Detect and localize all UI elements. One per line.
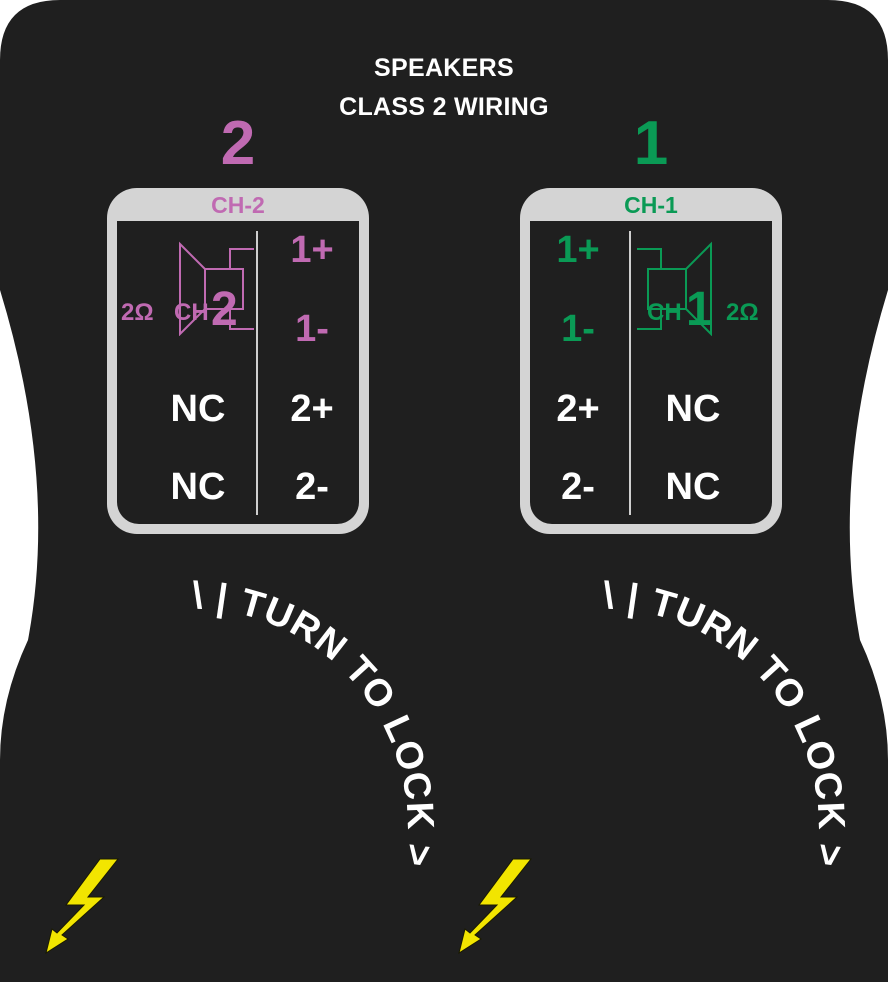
terminal-1-minus: 1- xyxy=(295,308,329,350)
terminal-1-plus: 1+ xyxy=(290,229,334,271)
title-line-1: SPEAKERS xyxy=(374,54,514,82)
lightning-bolt-icon xyxy=(458,858,533,955)
title-line-2: CLASS 2 WIRING xyxy=(339,93,549,121)
terminal-nc-a: NC xyxy=(170,388,226,430)
terminal-divider xyxy=(256,231,258,515)
lightning-bolt-icon xyxy=(45,858,120,955)
terminal-nc-a: NC xyxy=(665,388,721,430)
channel-1-speaker-ch-number: 1 xyxy=(686,283,713,336)
speaker-icon xyxy=(179,241,254,336)
terminal-2-plus: 2+ xyxy=(556,388,600,430)
terminal-nc-b: NC xyxy=(665,466,721,508)
channel-1-speaker-ch-text: CH xyxy=(647,299,682,326)
terminal-2-plus: 2+ xyxy=(290,388,334,430)
channel-1-terminal-block: CH 1 2Ω 1+ 1- 2+ NC 2- NC xyxy=(530,221,772,524)
terminal-nc-b: NC xyxy=(170,466,226,508)
channel-2-turn-to-lock-text: \ | TURN TO LOCK >> xyxy=(0,0,441,870)
channel-2-terminal-block: 2Ω CH 2 1+ 1- NC 2+ NC 2- xyxy=(117,221,359,524)
channel-1-turn-to-lock-text: \ | TURN TO LOCK >> xyxy=(0,0,852,870)
channel-2-label: CH-2 xyxy=(211,192,265,218)
channel-1-impedance: 2Ω xyxy=(726,299,759,326)
channel-2-impedance: 2Ω xyxy=(121,299,154,326)
channel-1-terminal-card: CH-1 CH 1 2Ω 1+ 1- 2+ NC 2- NC xyxy=(520,188,782,534)
channel-1-label: CH-1 xyxy=(624,192,678,218)
terminal-divider xyxy=(629,231,631,515)
terminal-1-minus: 1- xyxy=(561,308,595,350)
channel-1-number: 1 xyxy=(633,109,669,178)
speaker-icon xyxy=(637,241,712,336)
terminal-2-minus: 2- xyxy=(295,466,329,508)
channel-2-speaker-ch-text: CH xyxy=(174,299,209,326)
terminal-1-plus: 1+ xyxy=(556,229,600,271)
channel-2-speaker-ch-number: 2 xyxy=(211,283,238,336)
channel-2-number: 2 xyxy=(220,109,256,178)
terminal-2-minus: 2- xyxy=(561,466,595,508)
channel-2-terminal-card: CH-2 2Ω CH 2 1+ 1- NC 2+ NC 2- xyxy=(107,188,369,534)
